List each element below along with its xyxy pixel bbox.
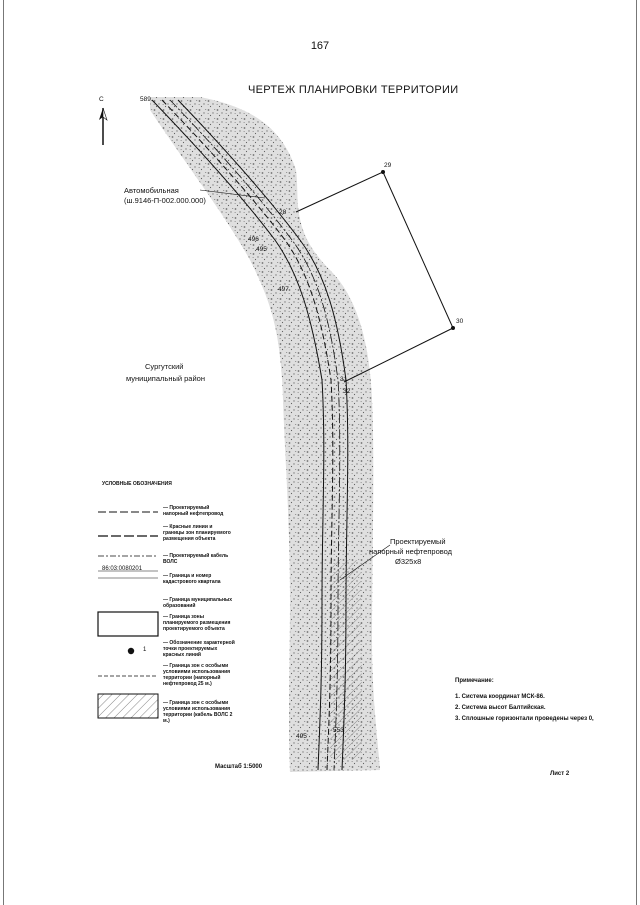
- page-number: 167: [310, 40, 330, 52]
- legend-item-zone: — Граница зоны планируемого размещения п…: [163, 614, 231, 632]
- terrain-area: [150, 97, 380, 772]
- pipeline-label-line2: напорный нефтепровод: [369, 547, 453, 556]
- note-item-1: 1. Система координат МСК-86.: [455, 694, 545, 700]
- note-item-3: 3. Сплошные горизонтали проведены через …: [455, 716, 594, 722]
- station-label-1: 589: [140, 96, 151, 103]
- legend-item-pipeline-zone: — Граница зон с особыми условиями исполь…: [163, 663, 231, 687]
- legend-title: УСЛОВНЫЕ ОБОЗНАЧЕНИЯ: [102, 481, 172, 487]
- point-label-31: 31: [340, 376, 348, 383]
- page-border-right: [636, 0, 637, 905]
- pipeline-label-leader: [339, 544, 391, 581]
- road-label-line1: Автомобильная: [124, 186, 179, 195]
- pipeline-label-line1: Проектируемый: [390, 537, 446, 546]
- point-marker-29: [381, 170, 385, 174]
- legend-point-number: 1: [143, 647, 147, 653]
- north-label: С: [99, 96, 104, 103]
- legend-point-symbol: [127, 647, 135, 655]
- point-label-32: 32: [343, 388, 351, 395]
- legend-item-point: — Обозначение характерной точки проектир…: [163, 640, 235, 658]
- scale-label: Масштаб 1:5000: [215, 764, 263, 770]
- district-label-line2: муниципальный район: [126, 374, 205, 383]
- drawing-title: ЧЕРТЕЖ ПЛАНИРОВКИ ТЕРРИТОРИИ: [248, 84, 459, 96]
- station-label-4: 497: [278, 286, 289, 293]
- station-label-3: 495: [256, 246, 267, 253]
- station-label-6: 553: [333, 727, 344, 734]
- point-label-29: 29: [384, 162, 392, 169]
- station-label-5: 495: [296, 733, 307, 740]
- legend-item-pipeline: — Проектируемый напорный нефтепровод: [163, 505, 224, 517]
- legend-symbols: [97, 511, 159, 719]
- planning-zone-polygon: [295, 171, 454, 383]
- road-label-leader: [199, 189, 266, 199]
- pipeline-label-line3: Ø325x8: [395, 557, 422, 566]
- district-label-line1: Сургутский: [145, 362, 184, 371]
- point-marker-30: [451, 326, 455, 330]
- legend-item-cable-zone: — Граница зон с особыми условиями исполь…: [163, 700, 233, 724]
- road-label-line2: (ш.9146-П-002.000.000): [124, 196, 206, 205]
- pipeline-route: [151, 99, 349, 771]
- station-label-2: 496: [248, 236, 259, 243]
- legend-item-fiber-cable: — Проектируемый кабель ВОЛС: [163, 553, 229, 565]
- note-item-2: 2. Система высот Балтийская.: [455, 705, 546, 711]
- page-border-left: [3, 0, 4, 905]
- notes-title: Примечание:: [455, 678, 494, 684]
- legend-item-cadastral: — Граница и номер кадастрового квартала: [163, 573, 221, 585]
- legend-cadastral-number: 86:03:0080201: [102, 566, 143, 572]
- legend-item-municipal: — Граница муниципальных образований: [163, 597, 233, 609]
- point-label-28: 28: [279, 209, 287, 216]
- north-arrow: [99, 107, 108, 145]
- legend-item-red-lines: — Красные линии и границы зон планируемо…: [163, 524, 231, 542]
- point-label-30: 30: [456, 318, 464, 325]
- sheet-label: Лист 2: [550, 771, 570, 777]
